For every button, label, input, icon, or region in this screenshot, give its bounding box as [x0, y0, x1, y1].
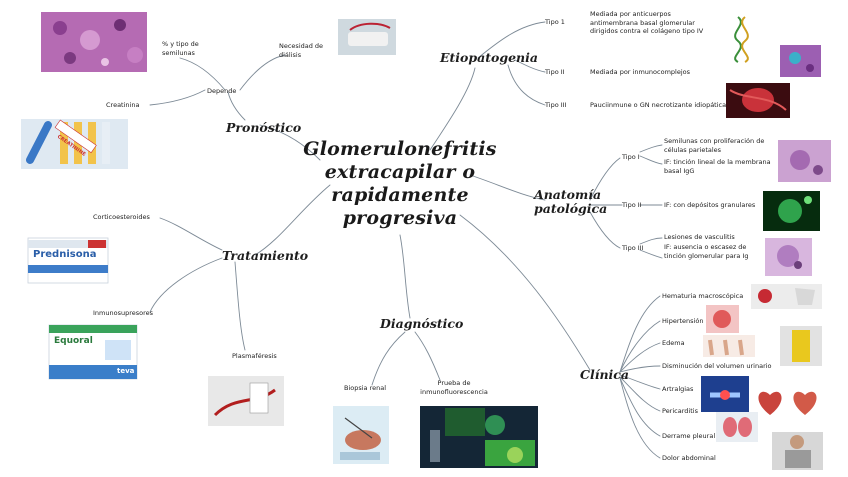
diag-biopsia: Biopsia renal: [344, 384, 387, 392]
clinica-item: Dolor abdominal: [662, 454, 716, 462]
etio-tipo3-desc: Pauciinmune o GN necrotizante idiopática: [590, 101, 727, 109]
connector-anatomia: [469, 174, 546, 201]
central-topic-line-4: progresiva: [342, 207, 458, 229]
central-topic-line-2: extracapilar o: [324, 161, 476, 183]
etio-tipo1: Tipo 1: [545, 18, 565, 26]
renal-biopsy-illustration: [333, 406, 389, 464]
pronostico-semilunas: % y tipo de semilunas: [162, 40, 199, 57]
branch-pronostico: Pronóstico: [226, 120, 302, 135]
equoral-label: Equoral: [54, 336, 93, 346]
clinica-item: Hematuria macroscópica: [662, 292, 744, 300]
plasmapheresis-photo: [208, 376, 284, 426]
equoral-box: [48, 324, 138, 380]
clinica-item: Edema: [662, 339, 685, 347]
pronostico-dialisis: Necesidad de diálisis: [279, 42, 324, 59]
trat-plasmaferesis: Plasmaféresis: [232, 352, 277, 360]
connector-tratamiento: [254, 184, 331, 256]
anat-tipo1-desc-a: Semilunas con proliferación de células p…: [664, 137, 765, 154]
anat-tipo2: Tipo II: [622, 201, 642, 209]
arthralgia-image: [701, 376, 749, 412]
connector-diagnostico: [399, 234, 411, 319]
branch-etiopatogenia: Etiopatogenia: [440, 50, 538, 65]
tissue-image-etiopatogenia: [780, 45, 821, 77]
vessel-image: [726, 83, 790, 118]
clinica-item: Hipertensión: [662, 317, 704, 325]
anat-tipo1-desc-b: IF: tinción lineal de la membrana basal …: [664, 158, 771, 175]
edema-image: [703, 335, 755, 357]
clinica-item: Artralgias: [662, 385, 694, 393]
pronostico-creatinina: Creatinina: [106, 101, 140, 109]
abdominal-pain-image: [772, 432, 823, 470]
branch-tratamiento: Tratamiento: [222, 248, 309, 263]
dialysis-photo: [338, 19, 396, 55]
clinica-item: Pericarditis: [662, 407, 698, 415]
branch-diagnostico: Diagnóstico: [380, 316, 464, 331]
hypertension-image: [706, 305, 739, 333]
trat-corticoesteroides: Corticoesteroides: [93, 213, 150, 221]
pleural-effusion-image: [716, 412, 758, 442]
prednisona-box: [27, 237, 109, 284]
anat-tipo3-desc-b: IF: ausencia o escasez de tinción glomer…: [664, 243, 749, 260]
anat-tipo3-desc-a: Lesiones de vasculitis: [664, 233, 735, 241]
central-topic-line-3: rapidamente: [331, 184, 469, 206]
etio-tipo3: Tipo III: [545, 101, 567, 109]
prednisona-label: Prednisona: [33, 249, 97, 260]
teva-label: teva: [117, 367, 135, 375]
branch-clinica: Clínica: [580, 367, 629, 382]
branch-anatomia-patologica: Anatomía patológica: [534, 187, 608, 216]
trat-inmunosupresores: Inmunosupresores: [93, 309, 154, 317]
dna-image: [734, 16, 749, 63]
heart-image: [752, 380, 824, 428]
clinica-item: Derrame pleural: [662, 432, 716, 440]
urine-sample-image: [780, 326, 822, 366]
clinica-item: Disminución del volumen urinario: [662, 362, 772, 370]
etio-tipo1-desc: Mediada por anticuerpos antimembrana bas…: [590, 10, 704, 35]
histology-image-anatomia-1: [778, 140, 831, 182]
central-topic-line-1: Glomerulonefritis: [303, 138, 497, 160]
fluorescence-image-anatomia-2: [763, 191, 820, 231]
etio-tipo2: Tipo II: [545, 68, 565, 76]
central-topic: Glomerulonefritis extracapilar o rapidam…: [300, 138, 500, 230]
hematuria-image: [751, 284, 822, 309]
connector-clinica: [459, 214, 591, 371]
connector-pronostico: [259, 124, 321, 161]
anat-tipo3: Tipo III: [622, 244, 644, 252]
connector-etiopatogenia: [429, 67, 476, 151]
diag-prueba: Prueba de inmunofluorescencia: [420, 379, 488, 396]
etio-tipo2-desc: Mediada por inmunocomplejos: [590, 68, 690, 76]
anat-tipo2-desc: IF: con depósitos granulares: [664, 201, 756, 209]
anat-tipo1: Tipo I: [622, 153, 640, 161]
histology-image-anatomia-3: [765, 238, 812, 276]
creatinine-tubes-photo: [21, 119, 128, 169]
histology-image-top-left: [41, 12, 147, 72]
pronostico-depende: Depende: [207, 87, 237, 95]
immunofluorescence-image: [420, 406, 538, 468]
